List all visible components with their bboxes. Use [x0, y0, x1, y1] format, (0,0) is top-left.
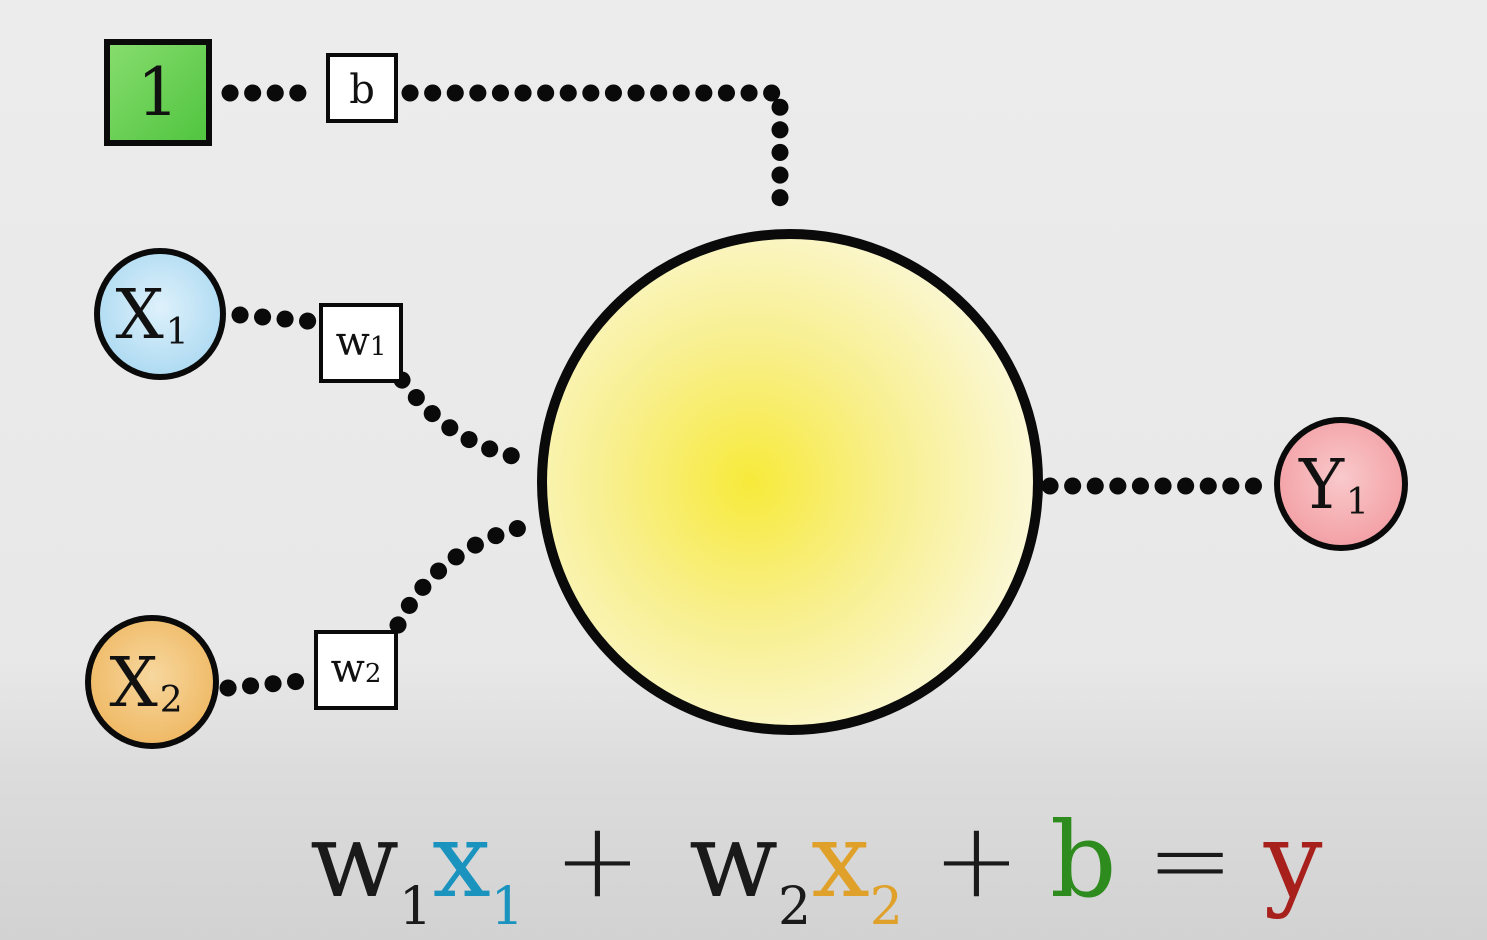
output-node-y1-sub: 1	[1346, 482, 1369, 523]
neuron-node	[537, 229, 1043, 735]
connector-w2-to-neuron	[389, 516, 541, 634]
bias-weight-box: b	[326, 53, 398, 123]
svg-text:Y1: Y1	[1298, 446, 1369, 525]
input-node-x1-sub: 1	[166, 312, 189, 353]
equation-y: y	[1263, 799, 1323, 921]
equation-w2-sub: 2	[778, 877, 812, 937]
input-node-x1: X1	[94, 248, 226, 380]
svg-text:X2: X2	[109, 644, 182, 723]
equation-w1-sub: 1	[399, 877, 433, 937]
equation-plus-2: +	[932, 799, 1021, 921]
equation: w1x1+w2x2+b=y	[310, 790, 1323, 937]
input-node-x2: X2	[85, 615, 219, 749]
input-node-x2-label: X	[109, 644, 158, 723]
connector-x1-to-w1	[231, 306, 327, 331]
input-node-x2-sub: 2	[160, 680, 183, 721]
svg-text:w2: w2	[331, 646, 382, 692]
input-node-x1-label: X	[115, 276, 164, 355]
weight-w2-label: w	[331, 646, 365, 692]
connector-w1-to-neuron	[393, 371, 541, 469]
equation-b: b	[1050, 799, 1117, 921]
connector-x2-to-w2	[219, 671, 321, 697]
equation-w2: w	[689, 799, 779, 921]
output-node-y1-label: Y	[1298, 446, 1345, 525]
svg-text:X1: X1	[115, 276, 188, 355]
equation-w1: w	[310, 799, 400, 921]
connector-b-to-neuron	[401, 84, 789, 217]
weight-w1-label: w	[336, 319, 370, 365]
weight-w2-sub: 2	[365, 659, 382, 689]
equation-x2: x	[811, 799, 870, 921]
bias-input-node: 1	[104, 39, 212, 146]
equation-plus-1: +	[553, 799, 642, 921]
equation-x1: x	[432, 799, 491, 921]
weight-box-w1: w1	[319, 303, 403, 383]
bias-weight-label: b	[349, 67, 375, 113]
equation-equals: =	[1146, 799, 1234, 921]
equation-x2-sub: 2	[869, 877, 903, 937]
bias-input-label: 1	[137, 54, 179, 131]
output-node-y1: Y1	[1274, 417, 1408, 551]
weight-w1-sub: 1	[370, 332, 387, 362]
svg-text:w1: w1	[336, 319, 387, 365]
equation-x1-sub: 1	[490, 877, 524, 937]
weight-box-w2: w2	[314, 630, 398, 710]
